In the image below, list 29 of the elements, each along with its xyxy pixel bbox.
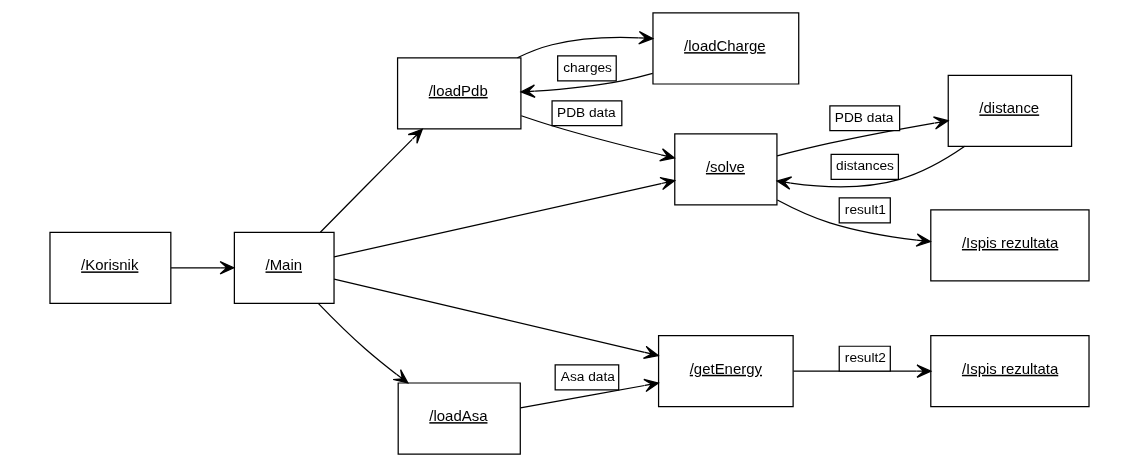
node-box: /loadPdb <box>396 57 522 130</box>
edge-label: result2 <box>844 350 886 366</box>
arrow <box>792 364 932 378</box>
edge-label: Asa data <box>560 368 615 384</box>
edge-label: PDB data <box>834 109 894 125</box>
node-box: /solve <box>674 133 778 206</box>
edge-label: distances <box>836 158 894 174</box>
node-box: /Korisnik <box>49 231 172 304</box>
arrow <box>516 31 654 59</box>
arrow <box>520 115 676 162</box>
arrow <box>776 116 949 157</box>
node-box: /Main <box>233 231 335 304</box>
arrow <box>520 72 654 98</box>
node-box: /getEnergy <box>657 335 794 408</box>
arrow <box>317 302 409 384</box>
node-box: /Ispis rezultata <box>930 209 1090 282</box>
arrow <box>333 278 659 360</box>
arrow <box>776 145 966 190</box>
node-box: /Ispis rezultata <box>930 335 1090 408</box>
node-box: /loadCharge <box>652 12 800 85</box>
arrow <box>170 260 235 275</box>
edge-label: PDB data <box>557 104 616 120</box>
arrow <box>319 128 423 233</box>
arrow <box>519 378 660 409</box>
node-box: /loadAsa <box>397 382 521 455</box>
edge-label: charges <box>563 59 612 75</box>
edge-label: result1 <box>844 201 886 217</box>
arrow <box>333 176 676 258</box>
node-box: /distance <box>947 74 1073 147</box>
